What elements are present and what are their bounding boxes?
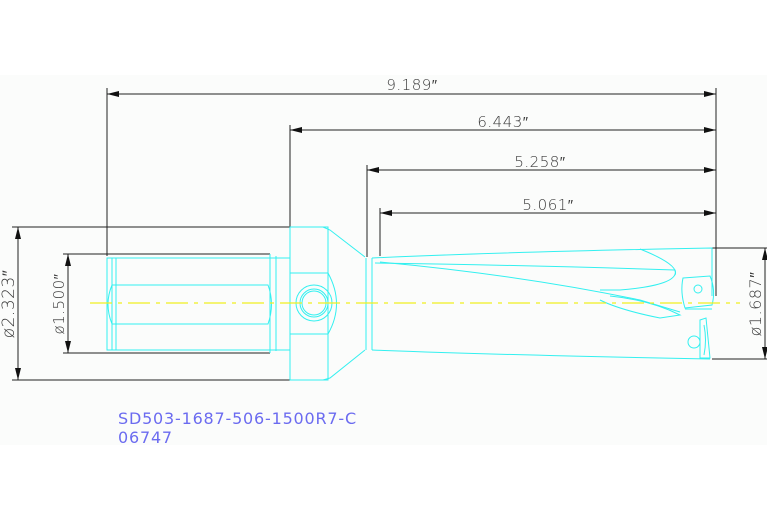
overall-length-label: 9.189″ <box>386 76 437 94</box>
flute-length-label: 5.258″ <box>514 153 565 171</box>
drill-diameter-label: ø1.687″ <box>746 272 765 337</box>
drill-outline <box>106 226 715 381</box>
body-length-label: 6.443″ <box>477 113 528 131</box>
shank-diameter-label: ø1.500″ <box>50 273 68 334</box>
dimension-lines <box>12 88 767 381</box>
drill-depth-label: 5.061″ <box>522 196 573 214</box>
part-code: 06747 <box>118 428 173 447</box>
drawing-area <box>0 75 767 445</box>
shank-body-diameter-label: ø2.323″ <box>0 270 19 339</box>
part-number: SD503-1687-506-1500R7-C <box>118 409 357 428</box>
